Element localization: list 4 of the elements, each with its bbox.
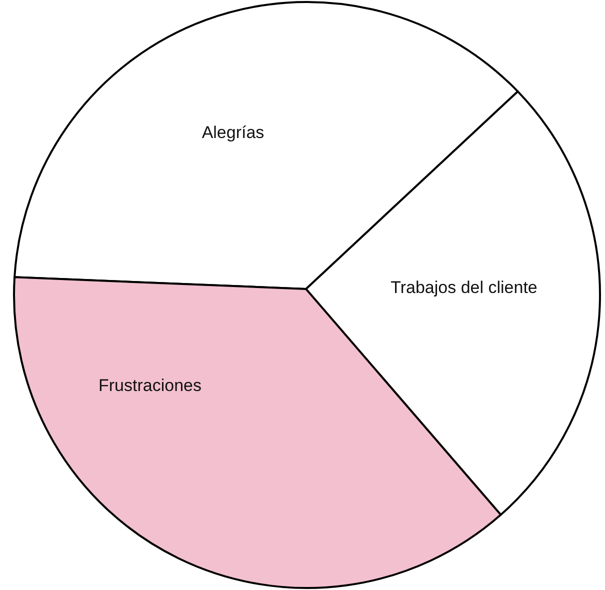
pie-segment xyxy=(305,90,601,516)
segment-label: Trabajos del cliente xyxy=(390,278,538,298)
segment-label: Alegrías xyxy=(202,123,264,143)
segment-label: Frustraciones xyxy=(98,376,202,396)
